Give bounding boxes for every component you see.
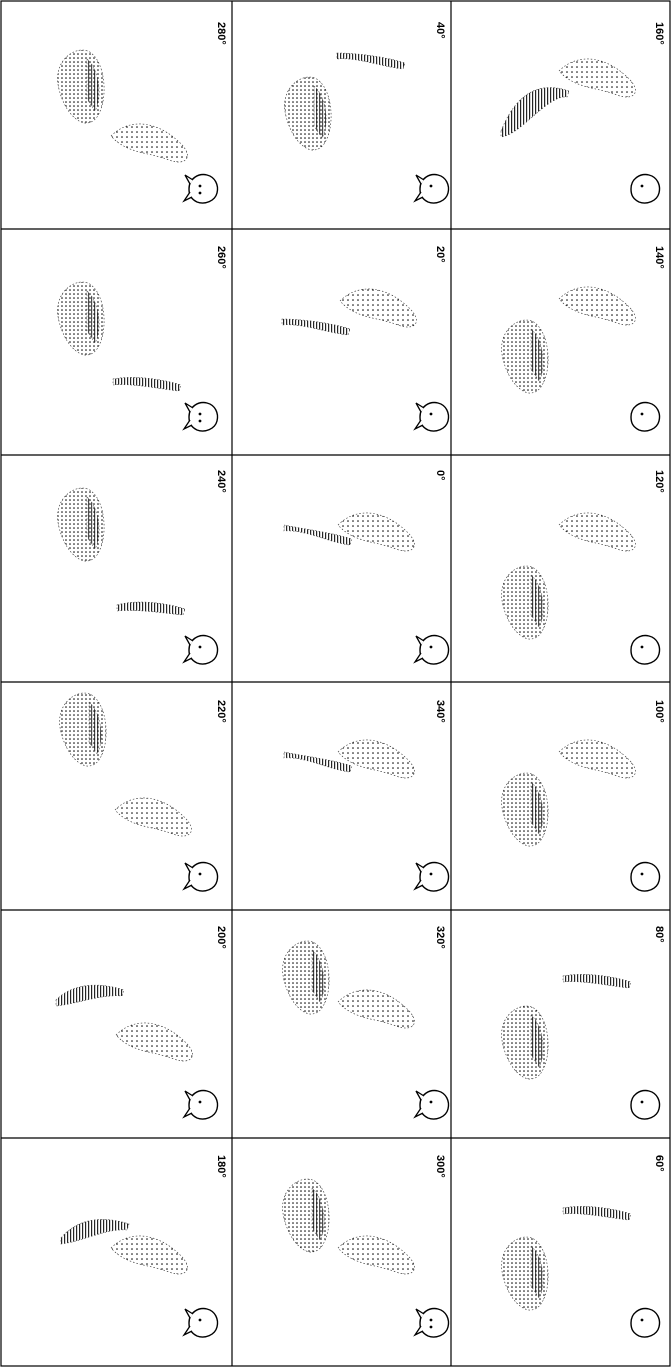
rotation-panel xyxy=(58,282,218,431)
cat-head-icon xyxy=(631,1091,660,1119)
stipple-region xyxy=(282,319,350,335)
stipple-region xyxy=(113,377,181,391)
angle-label: 140° xyxy=(653,246,665,269)
rotation-panel xyxy=(58,488,218,664)
rotation-panel xyxy=(502,1206,660,1337)
angle-label: 0° xyxy=(434,470,446,481)
stipple-region xyxy=(501,88,569,137)
stipple-region xyxy=(111,1236,187,1274)
stipple-region xyxy=(61,1219,129,1244)
stipple-region xyxy=(111,124,187,162)
stipple-region xyxy=(559,513,635,551)
rotation-panel xyxy=(501,59,660,203)
angle-label: 320° xyxy=(434,926,446,949)
cat-head-icon xyxy=(184,1091,218,1119)
angle-label: 240° xyxy=(215,470,227,493)
cat-head-icon xyxy=(415,403,449,431)
stipple-region xyxy=(337,53,405,69)
angle-label: 80° xyxy=(653,926,665,943)
stipple-region xyxy=(559,59,635,97)
rotation-panel xyxy=(60,693,218,891)
rotation-panel xyxy=(56,985,218,1119)
cat-head-icon xyxy=(631,403,660,431)
angle-label: 300° xyxy=(434,1155,446,1178)
rotation-panel xyxy=(502,974,660,1119)
stipple-region xyxy=(338,513,414,551)
cat-head-icon xyxy=(631,863,660,891)
angle-label: 60° xyxy=(653,1155,665,1172)
stipple-region xyxy=(117,602,185,615)
stipple-region xyxy=(56,985,124,1006)
stipple-region xyxy=(116,1023,192,1061)
cat-head-icon xyxy=(184,403,218,431)
rotation-panel xyxy=(61,1219,218,1337)
rotation-panel xyxy=(502,287,660,431)
angle-label: 340° xyxy=(434,700,446,723)
angle-label: 260° xyxy=(215,246,227,269)
angle-label: 120° xyxy=(653,470,665,493)
rotation-panel xyxy=(283,1179,449,1337)
stipple-region xyxy=(563,1206,631,1220)
cat-head-icon xyxy=(415,1091,449,1119)
rotation-panel xyxy=(284,513,449,664)
angle-label: 280° xyxy=(215,22,227,45)
stipple-region xyxy=(115,798,191,836)
rotation-panel xyxy=(502,740,660,891)
cat-head-icon xyxy=(184,863,218,891)
angle-label: 100° xyxy=(653,700,665,723)
angle-label: 20° xyxy=(434,246,446,263)
panels xyxy=(56,50,660,1337)
rotation-panel xyxy=(283,941,449,1119)
stipple-region xyxy=(340,289,416,327)
rotation-panel xyxy=(502,513,660,664)
stipple-region xyxy=(338,740,414,778)
cat-head-icon xyxy=(184,1309,218,1337)
rotation-panel xyxy=(282,289,449,431)
stipple-region xyxy=(559,740,635,778)
angle-label: 180° xyxy=(215,1155,227,1178)
stipple-region xyxy=(559,287,635,325)
stipple-region xyxy=(563,974,631,988)
cat-head-icon xyxy=(184,175,218,203)
angle-label: 160° xyxy=(653,22,665,45)
cat-head-icon xyxy=(415,863,449,891)
rotation-panel xyxy=(58,50,218,203)
angle-label: 200° xyxy=(215,926,227,949)
cat-head-icon xyxy=(184,636,218,664)
cat-head-icon xyxy=(415,1309,449,1337)
cat-head-icon xyxy=(415,175,449,203)
stipple-region xyxy=(338,990,414,1028)
cat-head-icon xyxy=(631,636,660,664)
cat-head-icon xyxy=(631,175,660,203)
angle-label: 220° xyxy=(215,700,227,723)
cat-head-icon xyxy=(415,636,449,664)
rotation-panel xyxy=(285,53,449,203)
cat-head-icon xyxy=(631,1309,660,1337)
stipple-region xyxy=(338,1236,414,1274)
rotation-panel xyxy=(284,740,449,891)
angle-label: 40° xyxy=(434,22,446,39)
